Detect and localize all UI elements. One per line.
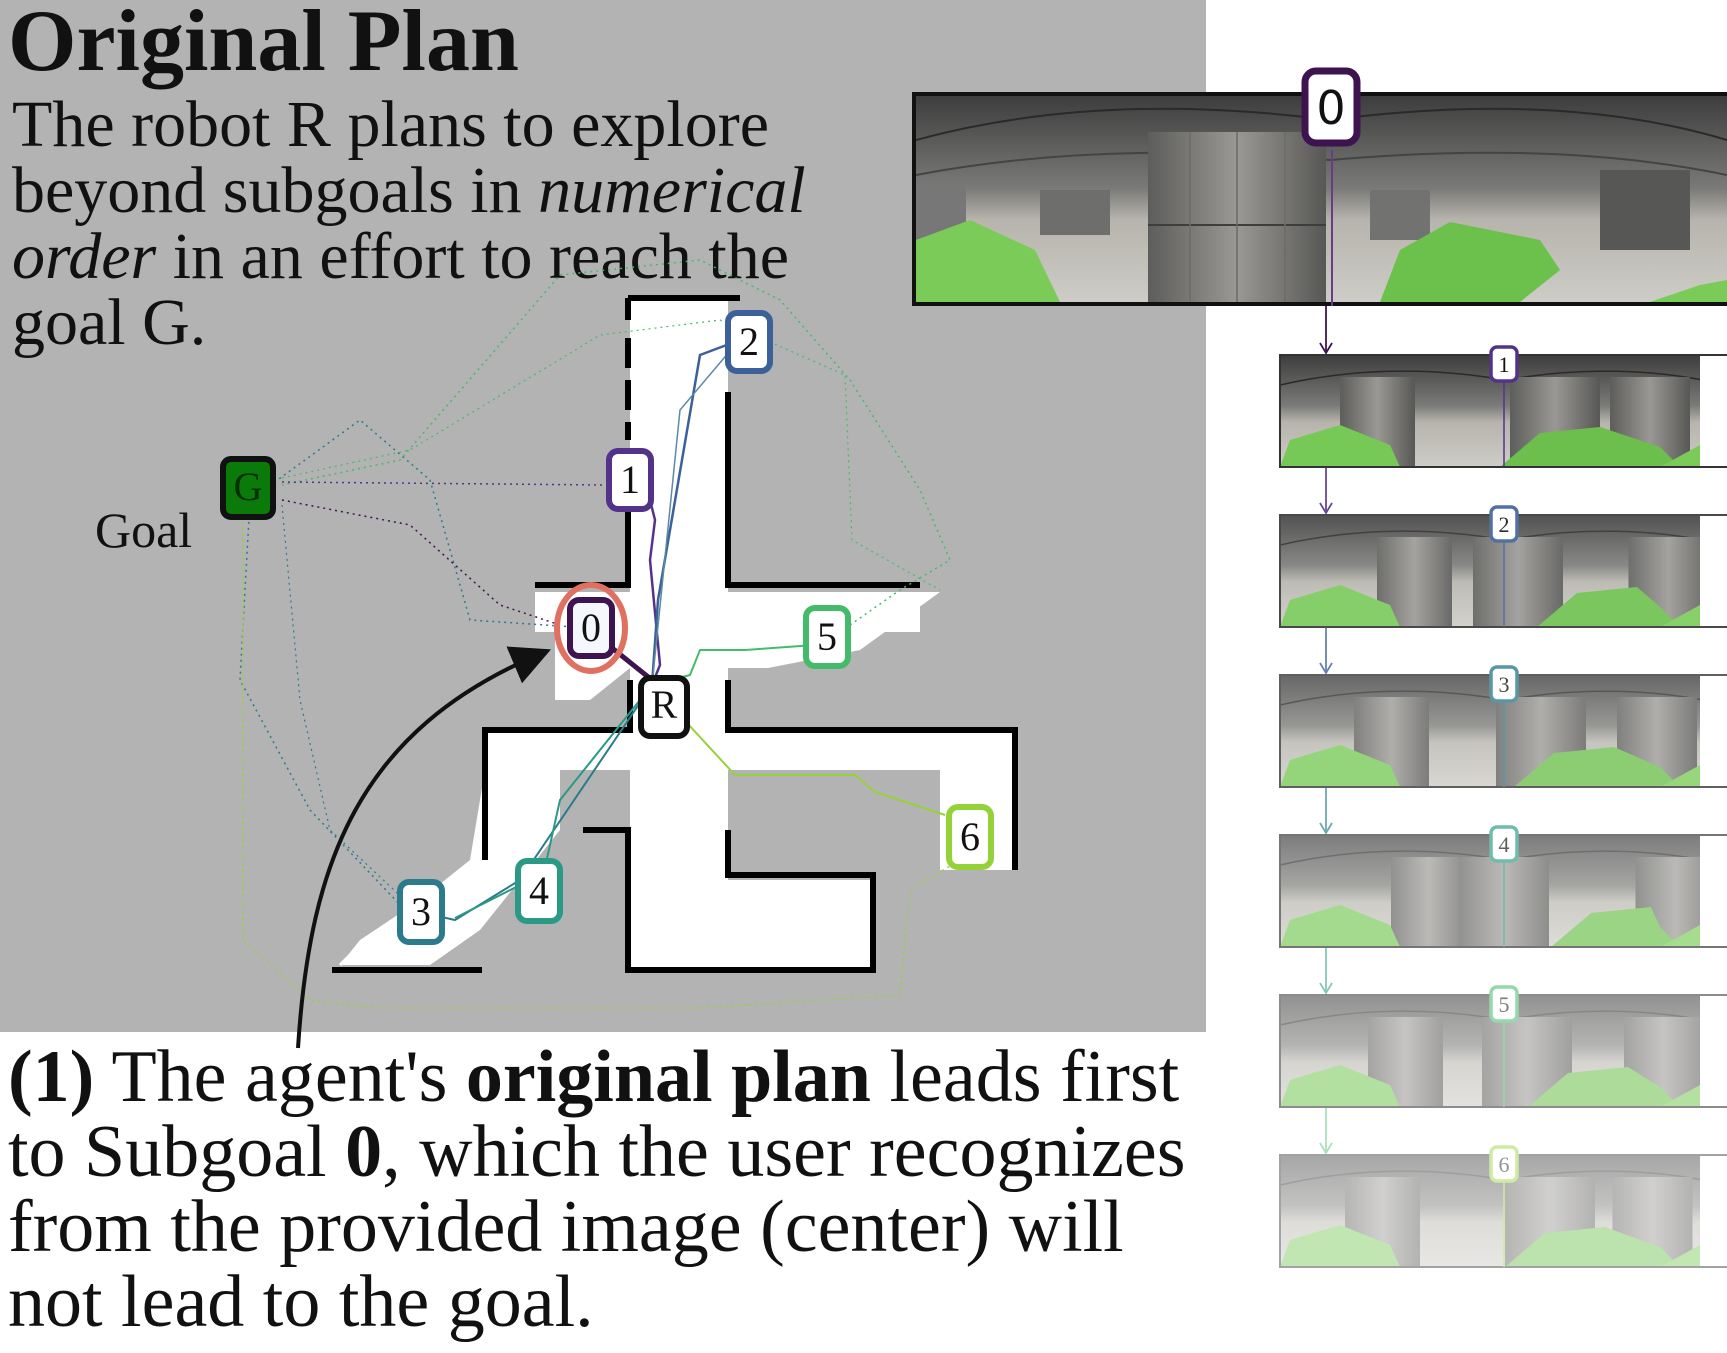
strip-label-text-3: 3 bbox=[1499, 672, 1510, 697]
strip-arrow-4 bbox=[1319, 787, 1333, 835]
subgoal-6-marker[interactable]: 6 bbox=[946, 804, 994, 870]
strip-label-6: 6 bbox=[1489, 1145, 1519, 1183]
panorama-strip-3: 3 bbox=[1279, 665, 1727, 788]
callout-arrow bbox=[296, 646, 552, 1049]
path-to-6 bbox=[651, 684, 946, 816]
robot-label: R bbox=[651, 682, 678, 727]
path-0-3 bbox=[239, 419, 591, 911]
strip-arrow-1 bbox=[1319, 306, 1333, 355]
subgoal-5-label: 5 bbox=[817, 614, 837, 659]
panorama-strip-2: 2 bbox=[1279, 505, 1727, 628]
subgoal-4-marker[interactable]: 4 bbox=[515, 858, 563, 924]
panorama-strip-1: 1 bbox=[1279, 345, 1727, 468]
caption-t2: leads first to Subgoal bbox=[8, 1036, 1180, 1193]
intro-part1: The robot R plans to explore beyond subg… bbox=[12, 88, 770, 227]
subgoal-3-marker[interactable]: 3 bbox=[397, 879, 445, 945]
subgoal-6-label: 6 bbox=[960, 814, 980, 859]
subgoal-2-marker[interactable]: 2 bbox=[725, 310, 773, 374]
strip-label-text-2: 2 bbox=[1499, 512, 1510, 537]
map-markers: 1 2 0 5 R 6 4 3 bbox=[95, 310, 994, 945]
goal-marker-label: G bbox=[234, 464, 263, 509]
caption-b1: original plan bbox=[465, 1036, 871, 1118]
floor-free-space bbox=[340, 300, 1015, 970]
caption-t1: The agent's bbox=[94, 1036, 466, 1118]
caption-b2: 0 bbox=[345, 1111, 383, 1193]
path-to-2-alt bbox=[651, 344, 736, 686]
subgoal-4-label: 4 bbox=[529, 868, 549, 913]
intro-part2: in an effort to reach the goal G. bbox=[12, 220, 790, 359]
panorama-strip-6: 6 bbox=[1279, 1145, 1727, 1268]
subgoal-3-label: 3 bbox=[411, 889, 431, 934]
strip-arrows bbox=[1319, 306, 1333, 1155]
path-to-2 bbox=[650, 338, 741, 686]
strip-label-text-4: 4 bbox=[1499, 832, 1510, 857]
panorama-strip-5: 5 bbox=[1279, 985, 1727, 1108]
subgoal-2-label: 2 bbox=[739, 319, 759, 364]
caption-lead: (1) bbox=[8, 1036, 95, 1118]
strip-label-4: 4 bbox=[1489, 825, 1519, 863]
subgoal-0-marker[interactable]: 0 bbox=[567, 597, 615, 659]
strip-label-3: 3 bbox=[1489, 665, 1519, 703]
goal-marker: G bbox=[220, 456, 276, 520]
path-0-6 bbox=[242, 500, 986, 1009]
panorama-strips: 1 2 3 4 5 6 bbox=[1279, 345, 1727, 1268]
intro-emphasis: numerical order bbox=[12, 154, 806, 293]
intro-text: The robot R plans to explore beyond subg… bbox=[12, 92, 892, 356]
subgoal-1-label: 1 bbox=[620, 457, 640, 502]
strip-label-1: 1 bbox=[1489, 345, 1519, 383]
strip-label-5: 5 bbox=[1489, 985, 1519, 1023]
main-image-label-text: 0 bbox=[1316, 81, 1345, 135]
strip-arrow-5 bbox=[1319, 947, 1333, 995]
strip-arrow-6 bbox=[1319, 1107, 1333, 1155]
subgoal-5-marker[interactable]: 5 bbox=[803, 605, 851, 669]
walls bbox=[332, 295, 1018, 973]
strip-arrow-2 bbox=[1319, 467, 1333, 515]
strip-label-text-5: 5 bbox=[1499, 992, 1510, 1017]
path-goal-2 bbox=[281, 319, 941, 591]
robot-marker: R bbox=[638, 675, 690, 739]
main-image-label-0: 0 bbox=[1301, 67, 1361, 147]
strip-arrow-3 bbox=[1319, 627, 1333, 675]
path-goal-0 bbox=[281, 499, 561, 626]
floor-plan bbox=[332, 295, 1018, 973]
caption-t3: , which the user recognizes from the pro… bbox=[8, 1111, 1186, 1343]
strip-label-2: 2 bbox=[1489, 505, 1519, 543]
strip-label-text-1: 1 bbox=[1499, 352, 1510, 377]
path-0-5 bbox=[281, 259, 951, 626]
path-goal-3 bbox=[281, 504, 411, 906]
subgoal-0-highlight bbox=[554, 582, 628, 674]
caption-text: (1) The agent's original plan leads firs… bbox=[8, 1040, 1223, 1340]
strip-label-text-6: 6 bbox=[1499, 1152, 1510, 1177]
subgoal-0-label: 0 bbox=[581, 605, 601, 650]
subgoal-1-marker[interactable]: 1 bbox=[606, 448, 654, 512]
panorama-strip-4: 4 bbox=[1279, 825, 1727, 948]
path-goal-1 bbox=[281, 481, 606, 486]
main-panorama-image: 0 bbox=[912, 67, 1727, 306]
goal-label: Goal bbox=[95, 502, 192, 558]
page-title: Original Plan bbox=[8, 0, 519, 90]
